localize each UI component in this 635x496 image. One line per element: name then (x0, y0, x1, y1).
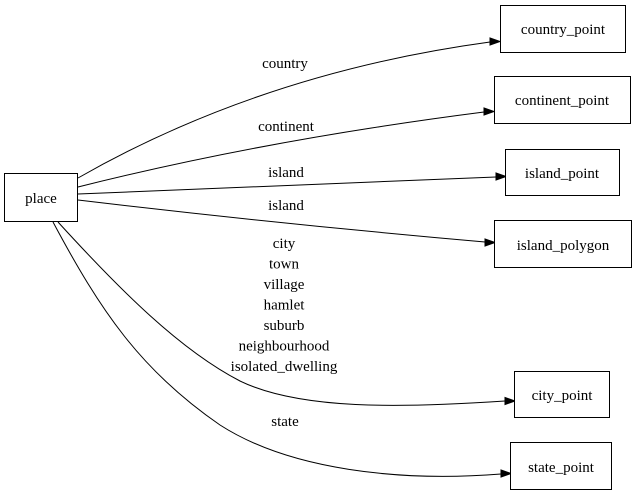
arrowhead-continent-point-icon (483, 107, 496, 116)
edge-place-country-point (77, 41, 491, 179)
node-country-point: country_point (500, 5, 626, 53)
node-place: place (4, 173, 78, 222)
arrowhead-state-point-icon (500, 469, 513, 478)
node-city-point-label: city_point (532, 388, 594, 404)
node-continent-point-label: continent_point (515, 93, 610, 109)
node-island-point-label: island_point (525, 166, 600, 182)
edges-group (52, 37, 517, 478)
node-island-point-box (505, 149, 620, 196)
arrowhead-island-polygon-icon (484, 238, 497, 247)
edge-place-island-point (77, 176, 497, 195)
nodes-group: place country_point continent_point isla… (4, 5, 632, 490)
node-country-point-label: country_point (521, 22, 606, 38)
node-state-point: state_point (510, 442, 612, 490)
edge-label-city: city (273, 236, 296, 252)
edge-label-continent: continent (258, 119, 315, 135)
edge-label-village: village (264, 277, 305, 293)
node-island-point: island_point (505, 149, 620, 196)
node-continent-point: continent_point (494, 76, 631, 124)
node-city-point-box (514, 371, 610, 418)
edge-label-island-polygon: island (268, 198, 304, 214)
edge-place-continent-point (77, 111, 485, 188)
edge-labels-group: country continent island island city tow… (231, 56, 338, 430)
node-country-point-box (500, 5, 626, 53)
edge-place-island-polygon (77, 199, 486, 243)
edge-place-state-point (52, 221, 502, 477)
edge-label-isolated-dwelling: isolated_dwelling (231, 359, 338, 375)
edge-label-town: town (269, 257, 300, 273)
node-island-polygon-box (494, 220, 632, 268)
arrowhead-city-point-icon (504, 396, 517, 406)
edge-place-city-point (57, 221, 506, 406)
node-state-point-label: state_point (528, 460, 595, 476)
node-island-polygon-label: island_polygon (517, 238, 610, 254)
edge-label-country: country (262, 56, 308, 72)
edge-label-neighbourhood: neighbourhood (239, 339, 330, 355)
arrowhead-country-point-icon (489, 37, 502, 46)
node-island-polygon: island_polygon (494, 220, 632, 268)
edge-label-state: state (271, 414, 299, 430)
node-place-label: place (25, 191, 57, 207)
edge-label-hamlet: hamlet (264, 298, 306, 314)
node-state-point-box (510, 442, 612, 490)
node-place-box (4, 173, 78, 222)
edge-label-suburb: suburb (264, 318, 305, 334)
arrowhead-island-point-icon (495, 172, 508, 181)
node-continent-point-box (494, 76, 631, 124)
node-city-point: city_point (514, 371, 610, 418)
edge-label-island-point: island (268, 165, 304, 181)
